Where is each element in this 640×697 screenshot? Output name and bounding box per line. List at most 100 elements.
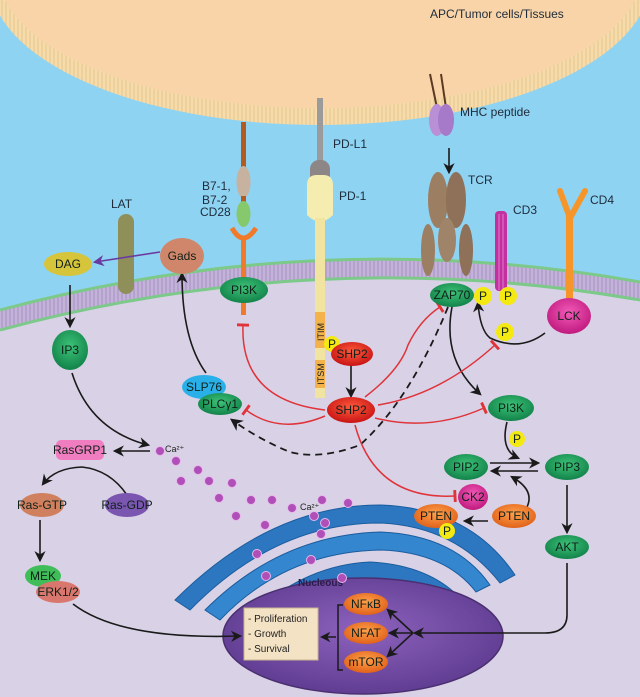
b7-label-1: B7-1,	[202, 179, 231, 193]
ca-label-2: Ca²⁺	[300, 502, 320, 512]
akt-label: AKT	[555, 540, 579, 554]
pten-phospho-node: PTEN	[414, 504, 458, 528]
outcome-growth: - Growth	[248, 629, 286, 640]
shp2-inhibits-zap70	[364, 301, 445, 398]
mtor-node: mTOR	[344, 651, 388, 673]
cd3-receptor	[495, 211, 507, 291]
plcg1-label: PLCγ1	[202, 397, 238, 411]
pten-label: PTEN	[498, 509, 530, 523]
calcium-ion	[260, 520, 270, 530]
calcium-ion	[171, 456, 181, 466]
calcium-ion	[204, 476, 214, 486]
phospho-label: P	[501, 325, 509, 339]
ras-gtp-label: Ras-GTP	[17, 498, 67, 512]
apc-cell	[4, 0, 636, 108]
calcium-ion	[261, 571, 271, 581]
shp2-bound-node: SHP2	[331, 342, 373, 366]
pip3-label: PIP3	[554, 460, 580, 474]
pip2-label: PIP2	[453, 460, 479, 474]
nfkb-node: NFκB	[344, 593, 388, 615]
pd1-receptor	[307, 175, 333, 398]
shp2-node: SHP2	[327, 397, 375, 423]
zap70-node: ZAP70	[430, 283, 474, 307]
erk-to-nucleus-arrow	[72, 603, 243, 642]
pten-to-pip2-arrow	[510, 475, 530, 508]
calcium-ion	[343, 498, 353, 508]
shp2-inhibits-pi3k-cd28	[236, 323, 326, 411]
outcome-proliferation: - Proliferation	[248, 614, 307, 625]
calcium-ion	[155, 446, 165, 456]
erk-node: ERK1/2	[36, 581, 80, 603]
ip3-label: IP3	[61, 343, 79, 357]
lat-protein	[118, 214, 134, 294]
phospho-label: P	[443, 524, 451, 538]
pi3k-cd28-label: PI3K	[231, 283, 257, 297]
zap70-label: ZAP70	[434, 288, 471, 302]
calcium-ion	[252, 549, 262, 559]
calcium-ions	[155, 446, 353, 583]
calcium-ion	[193, 465, 203, 475]
calcium-ion	[246, 495, 256, 505]
slp76-label: SLP76	[186, 380, 222, 394]
calcium-ion	[231, 511, 241, 521]
rasgrp1-label: RasGRP1	[53, 443, 107, 457]
calcium-ion	[306, 555, 316, 565]
calcium-ion	[320, 518, 330, 528]
pip3-node: PIP3	[545, 454, 589, 480]
b7-ligand	[236, 122, 251, 227]
ck2-node: CK2	[458, 484, 488, 510]
tcr-receptor	[421, 172, 473, 276]
pi3k-label: PI3K	[498, 401, 524, 415]
calcium-ion	[287, 503, 297, 513]
ip3-to-ca-arrow	[71, 372, 151, 449]
to-mtor-arrow	[386, 632, 414, 658]
lck-node: LCK	[547, 298, 591, 334]
pten-phospho-label: PTEN	[420, 509, 452, 523]
activation-arrows	[34, 251, 573, 658]
pten-p-badge: P	[439, 523, 455, 539]
zap70-phospho-1: P	[474, 287, 492, 305]
ras-gdp-node: Ras-GDP	[101, 493, 153, 517]
zap70-to-pi3k-arrow	[449, 306, 482, 396]
nfat-node: NFAT	[344, 622, 388, 644]
ras-gtp-node: Ras-GTP	[17, 493, 67, 517]
dag-label: DAG	[55, 257, 81, 271]
phospho-label: P	[504, 289, 512, 303]
pip2-node: PIP2	[444, 454, 488, 480]
tcr-label: TCR	[468, 173, 493, 187]
nucleus-label: Nucleous	[298, 578, 343, 589]
erk-label: ERK1/2	[37, 585, 79, 599]
mtor-label: mTOR	[348, 655, 383, 669]
pten-node: PTEN	[492, 504, 536, 528]
rasgrp1-node: RasGRP1	[53, 440, 107, 460]
mhc-peptide	[429, 73, 454, 136]
calcium-ion	[227, 478, 237, 488]
dag-node: DAG	[44, 252, 92, 276]
shp2-inhibits-pi3k	[374, 401, 488, 424]
calcium-ion	[317, 495, 327, 505]
b7-label-2: B7-2	[202, 193, 228, 207]
cd3-phospho: P	[499, 287, 517, 305]
outcome-box	[243, 607, 319, 661]
slp76-node: SLP76	[182, 375, 226, 399]
itsm-label: ITSM	[316, 363, 326, 385]
mek-label: MEK	[30, 569, 56, 583]
calcium-ion	[176, 476, 186, 486]
calcium-ion	[267, 495, 277, 505]
ca-label-1: Ca²⁺	[165, 444, 185, 454]
gads-node: Gads	[160, 238, 204, 274]
shp2-bound-label: SHP2	[336, 347, 368, 361]
cd4-receptor	[557, 188, 588, 306]
pdl1-label: PD-L1	[333, 137, 367, 151]
cytoplasm	[0, 276, 640, 697]
calcium-ion	[309, 511, 319, 521]
cd28-label: CD28	[200, 205, 231, 219]
slp76-to-gads-arrow	[176, 271, 207, 374]
lck-to-zap70-arrow	[473, 300, 546, 345]
calcium-ion	[214, 493, 224, 503]
itim-label: ITIM	[316, 323, 326, 341]
plcg1-node: PLCγ1	[198, 393, 242, 415]
apc-label: APC/Tumor cells/Tissues	[430, 7, 564, 21]
akt-to-nucleus-arrow	[412, 563, 568, 639]
